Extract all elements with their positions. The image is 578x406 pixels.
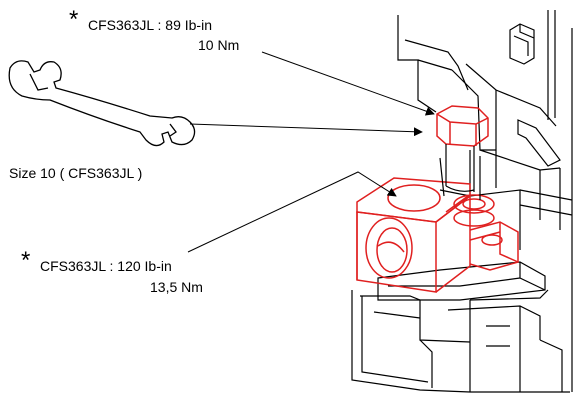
breaker-housing xyxy=(351,10,573,393)
bolt-shank xyxy=(439,144,481,200)
arrow-wrench xyxy=(189,123,423,137)
wrench-size-label: Size 10 ( CFS363JL ) xyxy=(9,165,143,181)
top-torque-label: CFS363JL : 89 Ib-in xyxy=(88,17,212,33)
asterisk-bottom: * xyxy=(21,247,31,274)
bottom-torque-label: CFS363JL : 120 Ib-in xyxy=(40,258,172,274)
wrench-icon xyxy=(8,60,196,147)
bottom-torque-metric: 13,5 Nm xyxy=(150,279,203,295)
arrow-top-torque xyxy=(261,51,435,116)
top-torque-metric: 10 Nm xyxy=(198,37,240,53)
asterisk-top: * xyxy=(69,6,79,33)
leader-lines xyxy=(187,51,435,253)
arrow-bottom-torque xyxy=(187,171,397,253)
terminal-assembly xyxy=(356,105,519,293)
